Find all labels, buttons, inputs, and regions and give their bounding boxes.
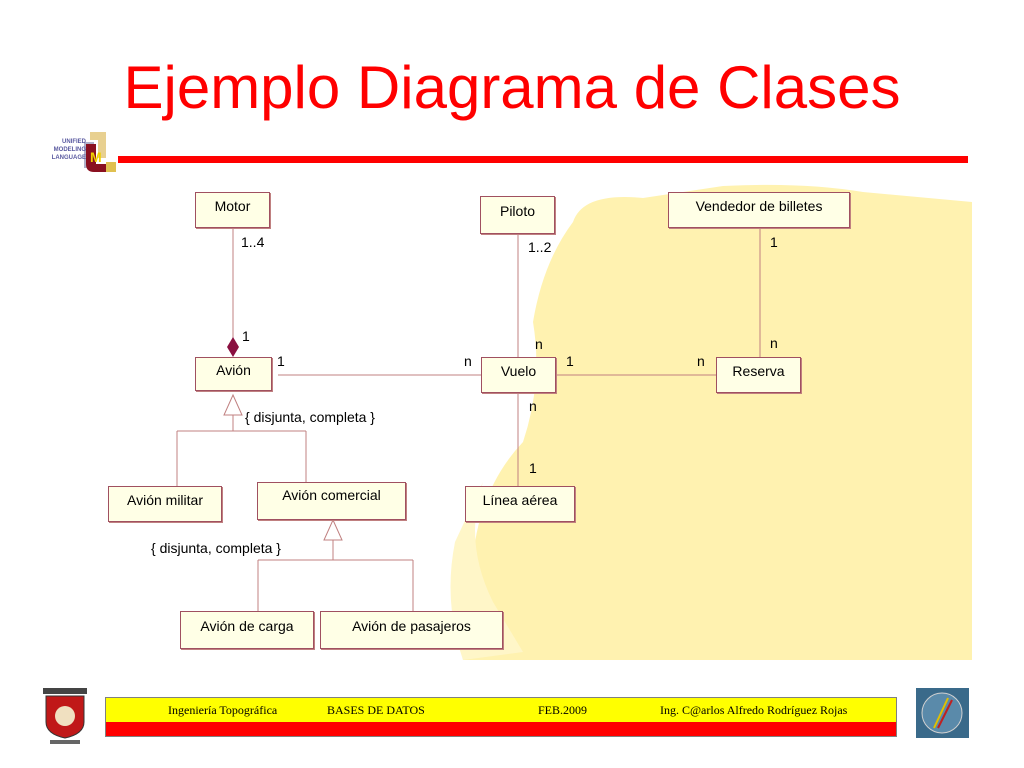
svg-text:M: M [90,149,102,165]
footer-author: Ing. C@arlos Alfredo Rodríguez Rojas [660,703,848,717]
class-vendedor-de-billetes[interactable]: Vendedor de billetes [668,192,850,228]
class-reserva[interactable]: Reserva [716,357,801,393]
multiplicity-vendedor: 1 [770,234,778,250]
footer-bar: Ingeniería Topográfica BASES DE DATOS FE… [105,697,897,737]
footer-subject: BASES DE DATOS [327,703,425,717]
class-vuelo[interactable]: Vuelo [481,357,556,393]
class-reserva-label: Reserva [732,363,785,379]
footer-course: Ingeniería Topográfica [168,703,278,717]
class-avion-pasajeros-label: Avión de pasajeros [352,618,471,634]
composition-diamond [227,337,239,357]
multiplicity-avion-composite: 1 [242,328,250,344]
class-avion-label: Avión [216,362,251,378]
class-piloto[interactable]: Piloto [480,196,555,234]
map-background [459,184,972,660]
generalization-arrow-comercial [323,518,343,541]
footer-date: FEB.2009 [538,703,588,717]
slide-title: Ejemplo Diagrama de Clases [123,54,901,121]
class-avion-militar[interactable]: Avión militar [108,486,222,522]
generalization-arrow-avion [223,393,243,416]
class-linea-aerea-label: Línea aérea [482,492,558,508]
multiplicity-vuelo-reserva: 1 [566,353,574,369]
multiplicity-piloto: 1..2 [528,239,552,255]
class-avion-comercial-label: Avión comercial [282,487,381,503]
multiplicity-reserva-vuelo: n [697,353,705,369]
multiplicity-reserva-vendedor: n [770,335,778,351]
university-logo [40,688,90,746]
footer-red-band [106,722,896,736]
class-avion-carga-label: Avión de carga [200,618,294,634]
multiplicity-vuelo-piloto: n [535,336,543,352]
class-avion-de-pasajeros[interactable]: Avión de pasajeros [320,611,503,649]
diagram-canvas [176,184,972,660]
multiplicity-vuelo-linea: n [529,398,537,414]
multiplicity-avion-vuelo: 1 [277,353,285,369]
constraint-avion-generalization: { disjunta, completa } [245,409,375,425]
class-linea-aerea[interactable]: Línea aérea [465,486,575,522]
uml-logo: M UNIFIED MODELING LANGUAGE [46,128,118,176]
uml-logo-text: UNIFIED MODELING LANGUAGE [51,139,86,161]
class-avion-militar-label: Avión militar [127,492,203,508]
class-motor-label: Motor [214,198,251,214]
faculty-logo [916,688,969,738]
multiplicity-motor: 1..4 [241,234,265,250]
class-avion-comercial[interactable]: Avión comercial [257,482,406,520]
class-piloto-label: Piloto [499,203,536,219]
class-avion-de-carga[interactable]: Avión de carga [180,611,314,649]
multiplicity-linea: 1 [529,460,537,476]
title-underline [118,156,968,163]
class-motor[interactable]: Motor [195,192,270,228]
class-avion[interactable]: Avión [195,357,272,391]
class-diagram: Motor Piloto Vendedor de billetes Avión … [103,182,972,660]
class-vendedor-label: Vendedor de billetes [695,198,823,214]
class-vuelo-label: Vuelo [500,363,537,379]
constraint-comercial-generalization: { disjunta, completa } [151,540,281,556]
multiplicity-vuelo-avion: n [464,353,472,369]
